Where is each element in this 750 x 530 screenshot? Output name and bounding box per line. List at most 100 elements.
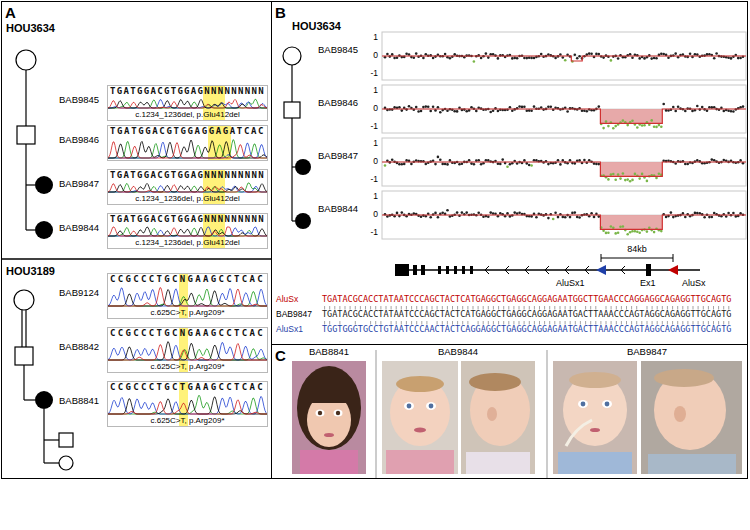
probe-dot [396,212,399,215]
match-bar [544,306,545,310]
chromatogram-box: CCGCCCTGCNGAAGCCTCACc.625C>T, p.Arg209* [107,273,268,319]
match-bar [508,306,509,310]
probe-dot [492,109,495,112]
match-bar [529,306,530,310]
match-bar [539,306,540,310]
probe-dot [696,159,699,162]
match-bar [483,321,484,325]
probe-dot [658,124,661,127]
probe-dot [384,164,387,167]
probe-dot [465,211,468,214]
probe-dot [713,212,716,215]
exon-box [421,265,425,275]
probe-dot [557,216,560,219]
match-bar [467,306,468,310]
probe-dot [497,162,500,165]
probe-dot [523,57,526,60]
pedigree-female [59,456,73,470]
match-bar [590,321,591,325]
probe-dot [598,163,601,166]
trace-line [108,183,267,192]
probe-dot [624,179,627,182]
probe-dot [595,53,598,56]
probe-dot [708,53,711,56]
match-bar [590,306,591,310]
patient-photo [382,361,458,474]
probe-dot [422,106,425,109]
probe-dot [489,111,492,114]
trace-line [108,227,267,236]
match-bar [350,306,351,310]
trace-line [108,183,267,192]
probe-dot [559,163,562,166]
match-bar [621,306,622,310]
probe-dot [461,163,464,166]
axis-tick: 1 [373,86,378,96]
match-bar [437,306,438,310]
match-bar [432,306,433,310]
probe-dot [593,162,596,165]
probe-dot [626,233,629,236]
probe-dot [590,53,593,56]
match-bar [380,321,381,325]
probe-dot [576,216,579,219]
probe-dot [526,57,529,60]
match-bar [396,306,397,310]
photo-face [470,374,530,446]
match-bar [554,321,555,325]
probe-dot [619,225,622,228]
probe-dot [485,159,488,162]
pedigree-line [26,229,35,230]
match-bar [355,321,356,325]
axis-tick: 1 [373,192,378,202]
probe-dot [638,57,641,60]
match-bar [426,306,427,310]
probe-dot [672,216,675,219]
match-bar [636,321,637,325]
probe-dot [636,230,639,233]
base-sequence: TGATGGACGTGGAGGAGATCAC [110,126,265,137]
probe-dot [622,225,625,228]
match-bar [682,321,683,325]
plot-frame [382,138,746,186]
probe-dot [415,52,418,55]
probe-dot [713,106,716,109]
chromatogram-box: TGATGGACGTGGAGNNNNNNNNNc.1234_1236del, p… [107,213,268,249]
size-bracket [601,254,602,262]
probe-dot [518,211,521,214]
probe-dot [631,119,634,122]
probe-dot [629,231,632,234]
match-bar [687,321,688,325]
probe-dot [626,124,629,127]
match-bar [534,306,535,310]
probe-dot [477,159,480,162]
sample-id: BAB9846 [59,135,99,146]
match-bar [606,321,607,325]
trace-line [108,290,267,307]
pedigree-line [291,65,292,102]
match-bar [662,306,663,310]
photo-eye [578,400,588,408]
probe-dot [648,227,651,230]
photo-clothes [466,452,530,474]
trace-line [108,288,267,306]
probe-dot [458,163,461,166]
probe-dot [492,53,495,56]
segment-line [382,162,746,176]
segment-line [382,215,746,229]
probe-dot [674,110,677,113]
match-bar [662,321,663,325]
match-bar [503,321,504,325]
photo-hair [297,366,361,450]
match-bar [416,321,417,325]
probe-dot [614,179,617,182]
axis-tick: -1 [370,122,378,132]
pedigree-line [25,144,26,230]
probe-dot [660,125,663,128]
probe-dot [497,57,500,60]
probe-dot [650,119,653,122]
trace-line [108,227,267,236]
probe-dot [610,225,613,228]
match-bar [631,306,632,310]
